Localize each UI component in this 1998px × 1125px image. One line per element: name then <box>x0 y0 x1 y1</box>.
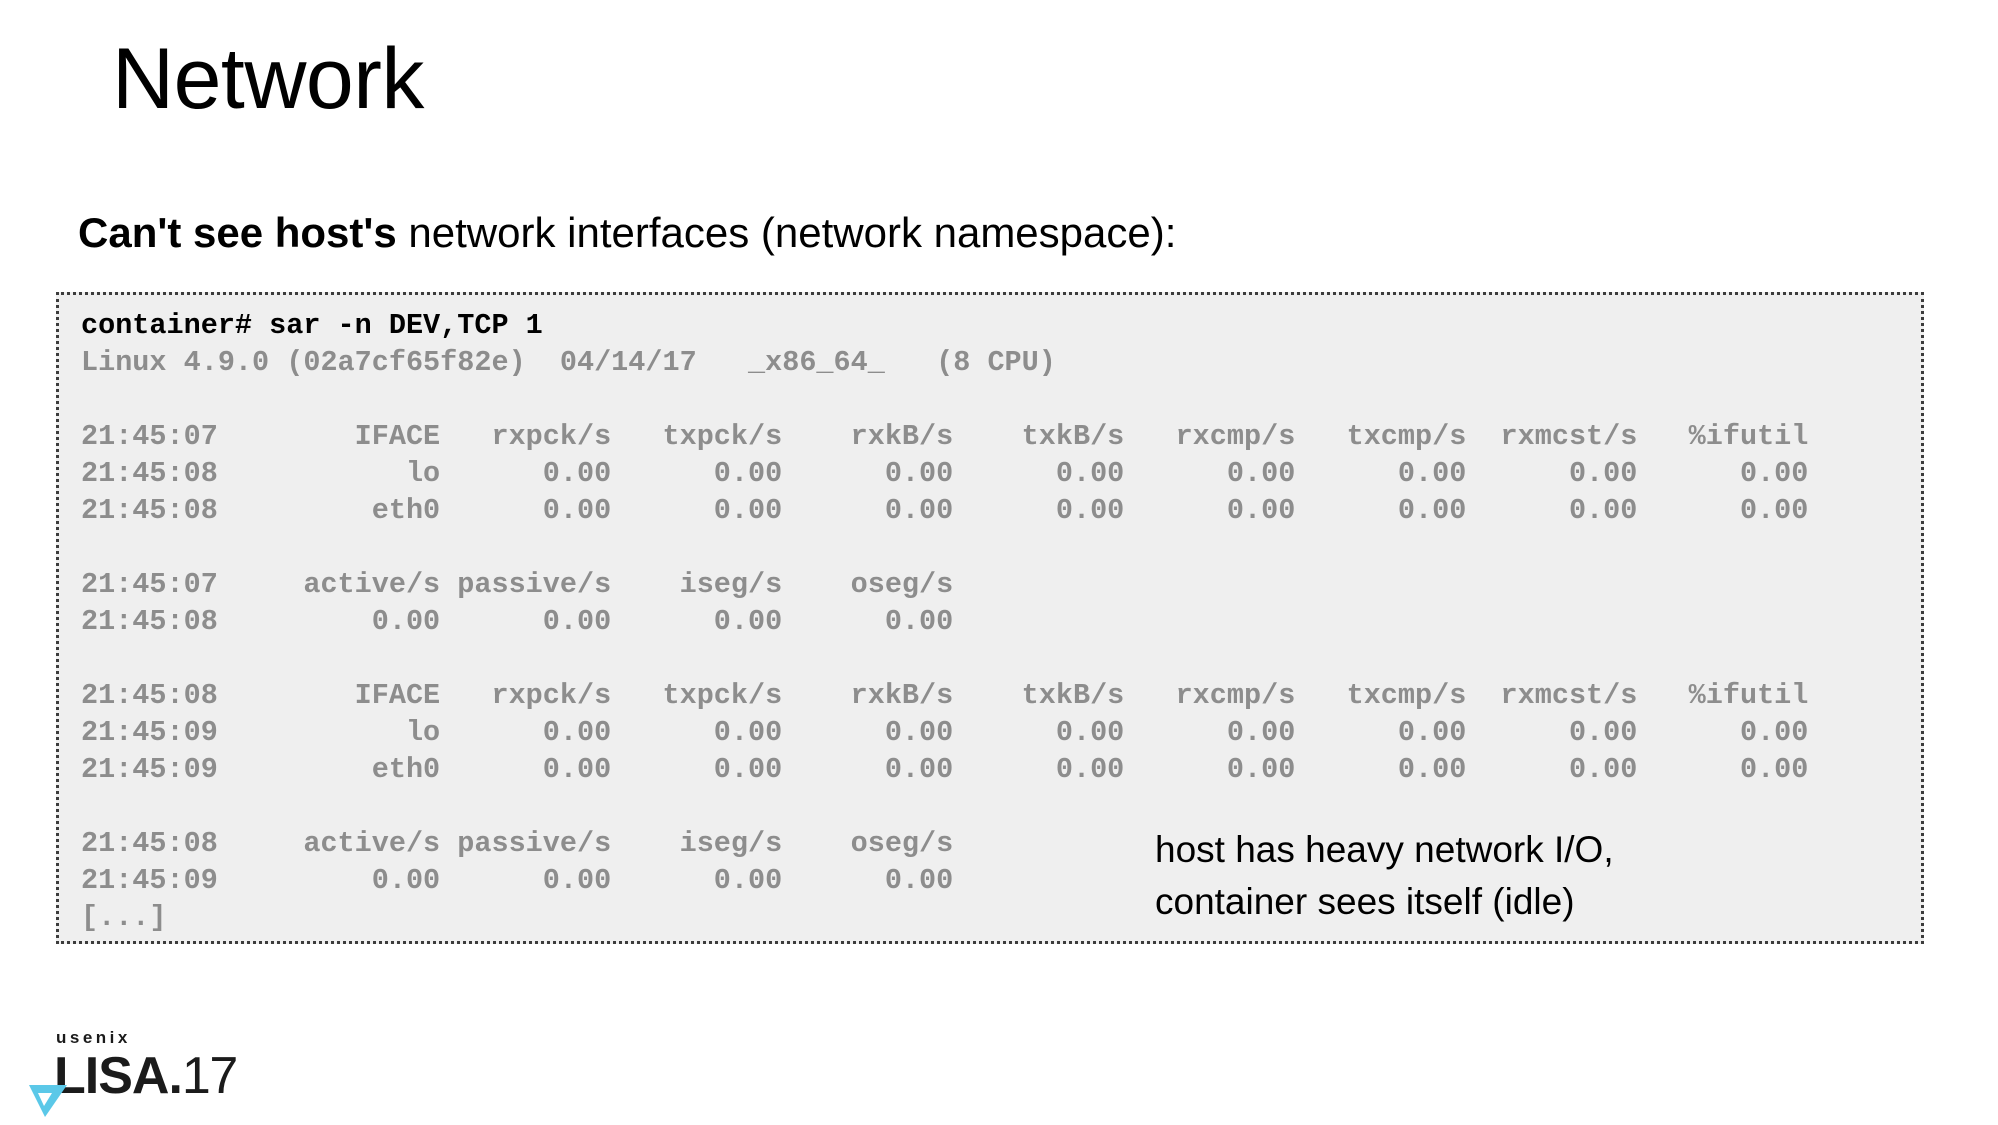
terminal-output: container# sar -n DEV,TCP 1 Linux 4.9.0 … <box>81 307 1808 936</box>
terminal-truncated-marker: [...] <box>81 901 167 934</box>
terminal-tcp-row-2: 21:45:09 0.00 0.00 0.00 0.00 <box>81 864 954 897</box>
slide-subtitle: Can't see host's network interfaces (net… <box>78 208 1176 258</box>
lisa-triangle-mark <box>29 1085 67 1117</box>
terminal-dev-header-2: 21:45:08 IFACE rxpck/s txpck/s rxkB/s tx… <box>81 679 1809 712</box>
lisa17-logo: usenix LISA.17 <box>28 1028 238 1120</box>
annotation-line-1: host has heavy network I/O, <box>1155 829 1614 870</box>
subtitle-normal-part: network interfaces (network namespace): <box>396 209 1177 256</box>
terminal-dev-row-lo-1: 21:45:08 lo 0.00 0.00 0.00 0.00 0.00 0.0… <box>81 457 1809 490</box>
terminal-command-line: container# sar -n DEV,TCP 1 <box>81 309 543 342</box>
terminal-dev-row-eth0-1: 21:45:08 eth0 0.00 0.00 0.00 0.00 0.00 0… <box>81 494 1809 527</box>
annotation-callout: host has heavy network I/O, container se… <box>1155 824 1614 928</box>
terminal-version-line: Linux 4.9.0 (02a7cf65f82e) 04/14/17 _x86… <box>81 346 1056 379</box>
terminal-panel: container# sar -n DEV,TCP 1 Linux 4.9.0 … <box>56 292 1924 944</box>
lisa-wordmark: LISA.17 <box>54 1046 238 1106</box>
terminal-tcp-row-1: 21:45:08 0.00 0.00 0.00 0.00 <box>81 605 954 638</box>
lisa-text: LISA <box>54 1047 169 1105</box>
terminal-tcp-header-2: 21:45:08 active/s passive/s iseg/s oseg/… <box>81 827 954 860</box>
terminal-dev-header-1: 21:45:07 IFACE rxpck/s txpck/s rxkB/s tx… <box>81 420 1809 453</box>
lisa-year: 17 <box>181 1047 238 1105</box>
subtitle-bold-part: Can't see host's <box>78 209 397 256</box>
terminal-dev-row-lo-2: 21:45:09 lo 0.00 0.00 0.00 0.00 0.00 0.0… <box>81 716 1809 749</box>
terminal-tcp-header-1: 21:45:07 active/s passive/s iseg/s oseg/… <box>81 568 954 601</box>
page-title: Network <box>112 31 424 127</box>
usenix-wordmark: usenix <box>56 1028 131 1047</box>
terminal-dev-row-eth0-2: 21:45:09 eth0 0.00 0.00 0.00 0.00 0.00 0… <box>81 753 1809 786</box>
annotation-line-2: container sees itself (idle) <box>1155 881 1575 922</box>
lisa-dot: . <box>168 1047 182 1105</box>
